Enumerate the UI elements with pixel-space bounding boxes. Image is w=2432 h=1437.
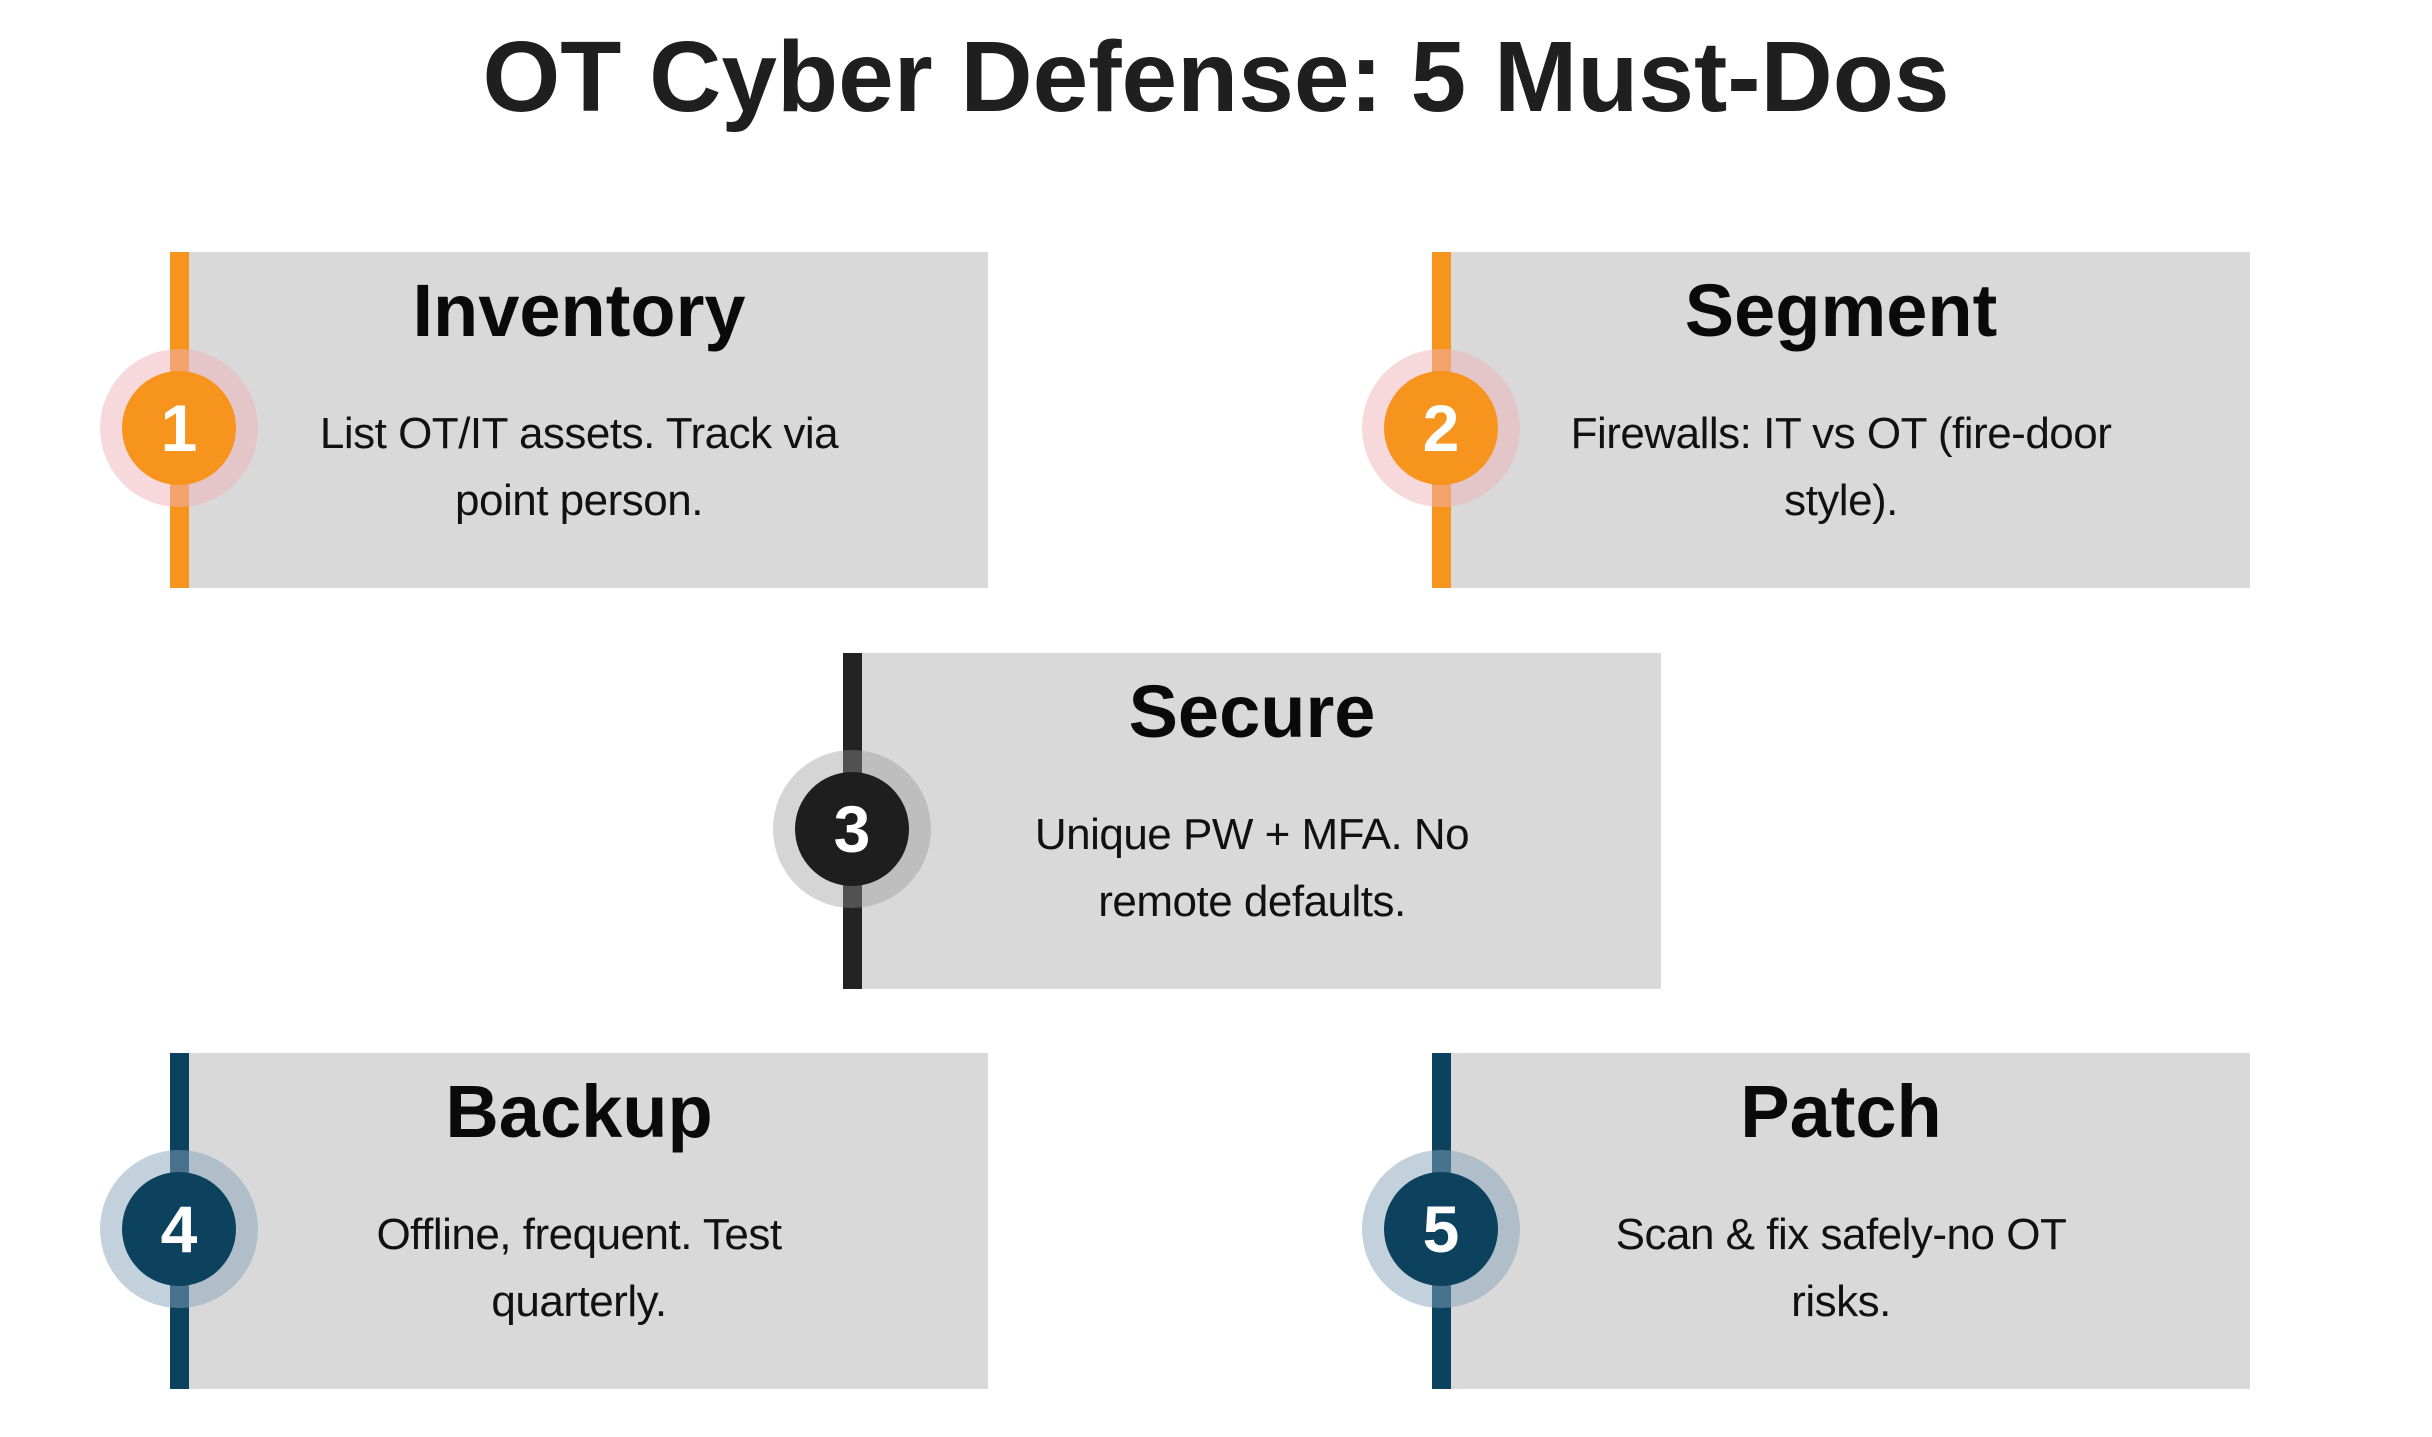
step-card-patch: 5 Patch Scan & fix safely-no OT risks. [1362, 1053, 2250, 1389]
step-number: 4 [160, 1192, 198, 1266]
card-body: Unique PW + MFA. No remote defaults. [1034, 810, 1470, 926]
card-title: Segment [1684, 269, 1998, 352]
step-card-secure: 3 Secure Unique PW + MFA. No remote defa… [773, 653, 1661, 989]
step-number: 5 [1422, 1192, 1460, 1266]
step-card-inventory: 1 Inventory List OT/IT assets. Track via… [100, 252, 988, 588]
card-title: Patch [1740, 1070, 1942, 1153]
step-card-backup: 4 Backup Offline, frequent. Test quarter… [100, 1053, 988, 1389]
step-card-segment: 2 Segment Firewalls: IT vs OT (fire-door… [1362, 252, 2250, 588]
step-number: 2 [1422, 391, 1460, 465]
step-number: 3 [833, 792, 871, 866]
step-number-badge: 4 [122, 1172, 236, 1286]
card-title: Inventory [412, 269, 746, 352]
step-number-badge: 3 [795, 772, 909, 886]
card-title: Backup [445, 1070, 713, 1153]
step-number-badge: 5 [1384, 1172, 1498, 1286]
step-number-badge: 1 [122, 371, 236, 485]
step-number: 1 [160, 391, 198, 465]
card-body: Scan & fix safely-no OT risks. [1615, 1210, 2067, 1326]
card-body: List OT/IT assets. Track via point perso… [319, 409, 839, 525]
card-title: Secure [1128, 670, 1376, 753]
page-title: OT Cyber Defense: 5 Must-Dos [482, 21, 1950, 133]
card-body: Offline, frequent. Test quarterly. [376, 1210, 782, 1326]
card-body: Firewalls: IT vs OT (fire-door style). [1570, 409, 2112, 525]
step-number-badge: 2 [1384, 371, 1498, 485]
